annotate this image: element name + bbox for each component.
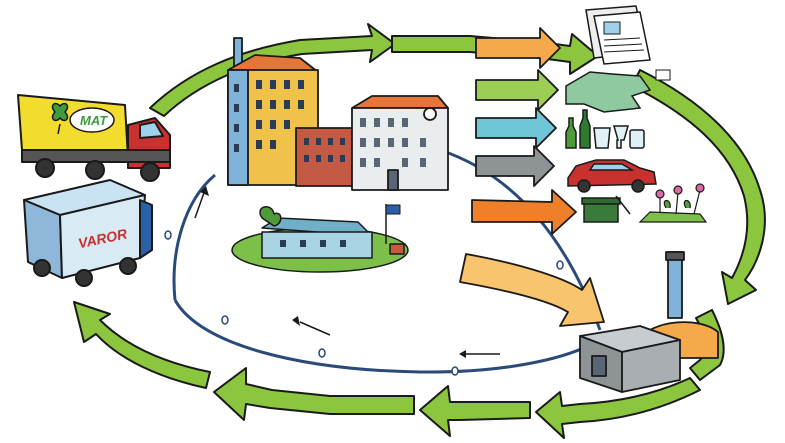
pipe-joint [164, 230, 172, 240]
wheel [75, 269, 93, 287]
cycle-arrow-bottom-2 [419, 385, 531, 437]
clothing-icon [565, 69, 671, 113]
mat-label-oval [69, 107, 115, 133]
food-truck-icon [17, 94, 171, 182]
clover-icon [51, 102, 69, 135]
cycle-arrow-bottom-3 [213, 367, 415, 421]
pipe-joint [451, 366, 459, 376]
goods-truck-icon [23, 179, 153, 287]
car-icon [567, 159, 657, 193]
pipe-joint [318, 348, 326, 358]
cycle-arrow-bottom-1 [535, 377, 701, 439]
pipe-joint [221, 315, 229, 325]
pipe-joint [556, 260, 564, 270]
tree-icon [259, 206, 282, 227]
wheel [33, 259, 51, 277]
cycle-arrow-right [631, 69, 766, 305]
house-wall [261, 231, 373, 259]
chimney-top [665, 251, 685, 261]
windows [280, 240, 346, 247]
windows [360, 118, 426, 167]
arrow-residual [459, 253, 605, 327]
wheel [119, 257, 137, 275]
flowers-icon [638, 183, 708, 223]
shed [389, 243, 405, 255]
truck-window [139, 121, 164, 139]
arrow-garden [471, 189, 577, 235]
swedish-flag-icon [385, 204, 401, 215]
flow-arrow-left-head [292, 316, 300, 326]
bottles-jars-icon [565, 109, 645, 149]
windows [304, 138, 345, 162]
plant-door [591, 355, 607, 377]
flow-arrow-up [194, 189, 206, 219]
newspaper-icon [585, 5, 651, 65]
farmhouse-icon [231, 204, 409, 273]
wheel [140, 162, 160, 182]
wheel [35, 158, 55, 178]
flow-arrow-up-head [200, 186, 209, 196]
building-white-roof [351, 95, 449, 109]
clock-icon [423, 107, 437, 121]
flow-arrow-left-head [459, 350, 466, 358]
wheel [85, 160, 105, 180]
cycle-arrow-bottom-left [73, 301, 211, 389]
arrow-glass [475, 107, 557, 149]
windows [234, 80, 304, 152]
arrow-metal [475, 145, 555, 187]
building-white [351, 107, 449, 191]
chimney [667, 251, 683, 319]
arrow-textiles [475, 69, 559, 111]
sorting-arrows [459, 27, 605, 327]
food-truck-label: MAT [80, 113, 108, 128]
flow-arrow-left [299, 321, 331, 336]
plant-building-side [621, 339, 681, 393]
building-door [387, 169, 399, 191]
city-buildings-icon [227, 37, 449, 191]
arrow-paper [475, 27, 561, 69]
incinerator-plant-icon [579, 251, 719, 393]
garden-waste-bin-icon [581, 195, 631, 223]
truck-cab [139, 199, 153, 259]
